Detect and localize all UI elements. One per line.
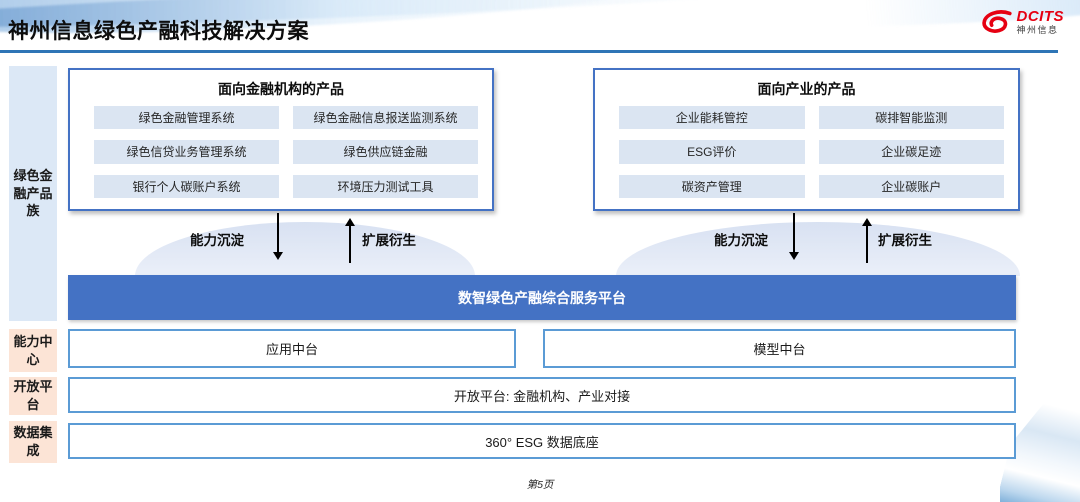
product-item: 碳资产管理: [619, 174, 805, 198]
platform-bar: 数智绿色产融综合服务平台: [68, 275, 1016, 320]
logo-brand-subtext: 神州信息: [1016, 25, 1059, 35]
product-item: 企业能耗管控: [619, 106, 805, 130]
arrow-up-icon: [862, 218, 872, 263]
dcits-logo: DCITS 神州信息: [981, 9, 1065, 35]
rail-label-open-platform: 开放平台: [9, 377, 57, 415]
product-item: 企业碳足迹: [818, 140, 1004, 164]
page-number: 第5页: [526, 479, 554, 491]
group-financial-institution-products: 面向金融机构的产品 绿色金融管理系统 绿色金融信息报送监测系统 绿色信贷业务管理…: [68, 68, 494, 211]
dome-decoration-left: [135, 222, 475, 276]
product-item: 碳排智能监测: [818, 106, 1004, 130]
flow-label-expansion-derivation: 扩展衍生: [362, 233, 416, 248]
flow-label-capability-settling: 能力沉淀: [190, 233, 244, 248]
product-item: 绿色金融管理系统: [94, 106, 279, 130]
arrow-down-icon: [273, 213, 283, 260]
group-title: 面向金融机构的产品: [218, 81, 344, 97]
product-item: 企业碳账户: [818, 174, 1004, 198]
logo-brand-text: DCITS: [1016, 8, 1064, 25]
box-esg-data-base: 360° ESG 数据底座: [68, 423, 1016, 459]
arrow-up-icon: [345, 218, 355, 263]
product-item: 环境压力测试工具: [293, 174, 478, 198]
title-underline: [0, 50, 1058, 53]
group-items: 企业能耗管控 碳排智能监测 ESG评价 企业碳足迹 碳资产管理 企业碳账户: [619, 106, 1004, 198]
flow-label-capability-settling: 能力沉淀: [714, 233, 768, 248]
box-open-platform: 开放平台: 金融机构、产业对接: [68, 377, 1016, 413]
rail-label-capability-center: 能力中心: [9, 329, 57, 372]
arrow-down-icon: [789, 213, 799, 260]
flow-label-expansion-derivation: 扩展衍生: [878, 233, 932, 248]
page-title: 神州信息绿色产融科技解决方案: [8, 20, 309, 43]
group-title: 面向产业的产品: [757, 81, 856, 97]
group-industry-products: 面向产业的产品 企业能耗管控 碳排智能监测 ESG评价 企业碳足迹 碳资产管理 …: [593, 68, 1020, 211]
logo-swirl-icon: [981, 10, 1012, 33]
box-application-middle-platform: 应用中台: [68, 329, 516, 368]
group-items: 绿色金融管理系统 绿色金融信息报送监测系统 绿色信贷业务管理系统 绿色供应链金融…: [94, 106, 478, 198]
product-item: 绿色供应链金融: [293, 140, 478, 164]
rail-label-product-family: 绿色金融产品族: [9, 66, 57, 321]
box-model-middle-platform: 模型中台: [543, 329, 1016, 368]
product-item: ESG评价: [619, 140, 805, 164]
dome-decoration-right: [616, 222, 1020, 276]
rail-label-data-integration: 数据集成: [9, 421, 57, 463]
product-item: 绿色金融信息报送监测系统: [293, 106, 478, 130]
product-item: 绿色信贷业务管理系统: [94, 140, 279, 164]
product-item: 银行个人碳账户系统: [94, 174, 279, 198]
